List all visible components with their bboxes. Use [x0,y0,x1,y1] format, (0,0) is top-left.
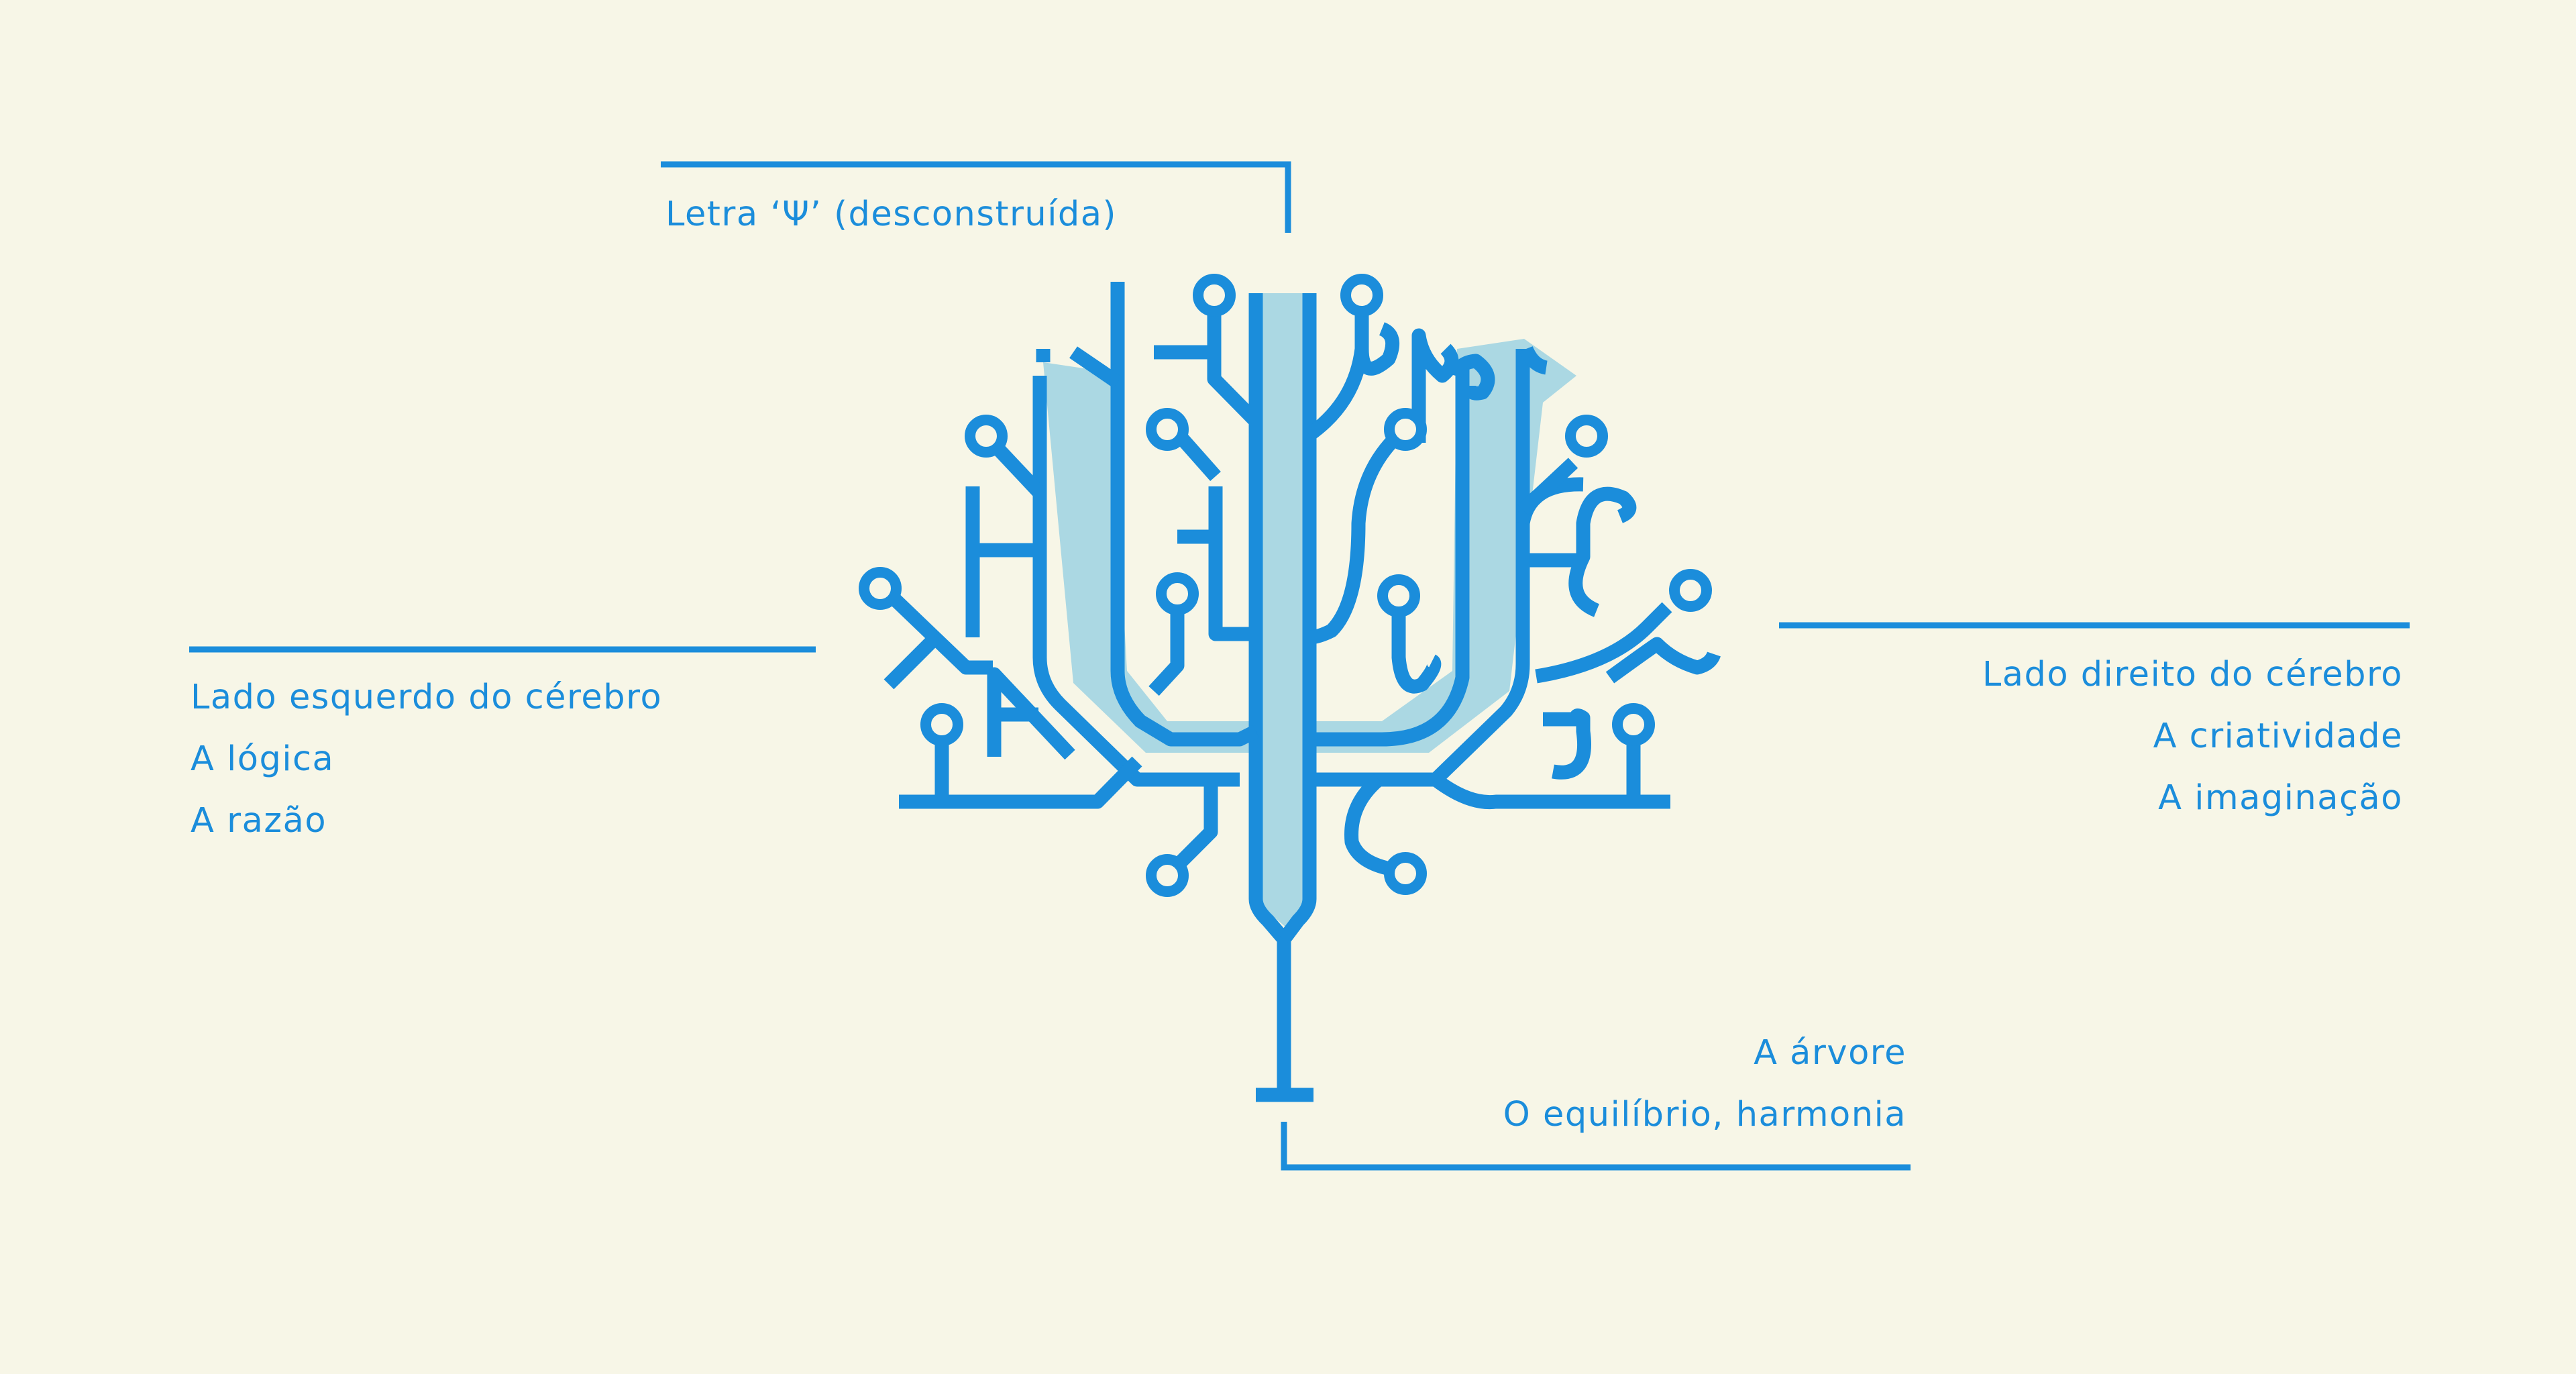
branch-right-node-3 [1535,602,1672,684]
branch-inner-small [1148,607,1185,696]
right-brain-caption: Lado direito do cérebro A criatividade A… [1778,644,2403,829]
branch-top-left-T [1207,315,1261,427]
node-inner-left-mid [1156,572,1199,615]
psi-right-arm [1309,362,1470,747]
branch-right-curly-2 [1448,354,1495,401]
psi-caption: Letra ‘Ψ’ (desconstruída) [665,184,1117,246]
node-right-mid [1377,574,1420,617]
node-right-low [1612,703,1655,746]
tree-balance: O equilíbrio, harmonia [1503,1095,1907,1134]
branch-right-node-curve [1309,429,1404,645]
node-bottom-left [1146,854,1189,897]
psi-right-arm-fill [1309,339,1576,753]
tree-caption: A árvore O equilíbrio, harmonia [1295,1022,1907,1146]
psi-stem-fill [1256,293,1309,929]
trunk-outer [1248,293,1291,1095]
node-inner-left-upper [1146,408,1189,451]
branch-right-curly-1 [1411,328,1459,443]
branch-right-node-2 [1517,458,1578,515]
psi-left-arm [1032,376,1240,787]
tree-lines [880,282,1721,1102]
branch-right-wave [1605,637,1721,684]
node-top-left [1193,274,1236,317]
tree-title: A árvore [1754,1033,1907,1073]
psi-caption-text: Letra ‘Ψ’ (desconstruída) [665,195,1117,234]
node-right-mid-upper [1384,408,1427,451]
node-left-low [920,703,963,746]
callout-line-tree [1281,1122,1911,1171]
psi-fill [1043,293,1576,929]
node-left-upper [965,415,1008,458]
left-brain-logic: A lógica [191,739,335,779]
branch-top-right-curve [1305,315,1369,441]
branch-low-right [1344,774,1392,876]
psi-left-arm-inner [1110,282,1259,747]
psi-left-arm-fill [1043,362,1256,753]
node-right-far [1669,569,1712,612]
branch-right-bottom [1431,774,1670,810]
branch-right-S [1568,486,1637,617]
node-left-mid [859,567,902,610]
left-brain-title: Lado esquerdo do cérebro [191,678,663,717]
tree-nodes [859,274,1712,897]
right-brain-creativity: A criatividade [2153,717,2403,756]
branch-left-F [987,667,1075,760]
left-brain-reason: A razão [191,801,327,841]
branch-right-node-low [1391,611,1442,694]
left-brain-caption: Lado esquerdo do cérebro A lógica A razã… [191,667,662,852]
callout-lines [189,161,2410,1171]
branch-right-curly-3 [1519,346,1548,375]
branch-left-bottom [899,756,1142,809]
branch-left-diagonal [880,585,993,675]
callout-line-psi [661,161,1291,233]
branch-left-diag2 [883,632,941,690]
trunk-inner [1278,293,1317,944]
left-arm-top [1069,346,1122,388]
node-bottom-right [1384,852,1427,895]
psi-right-arm-outer [1309,349,1530,787]
right-brain-title: Lado direito do cérebro [1982,655,2403,694]
node-right-upper [1565,415,1608,458]
node-top-right [1340,274,1383,317]
branch-top-right-hook [1354,322,1400,376]
right-brain-imagination: A imaginação [2158,778,2403,818]
